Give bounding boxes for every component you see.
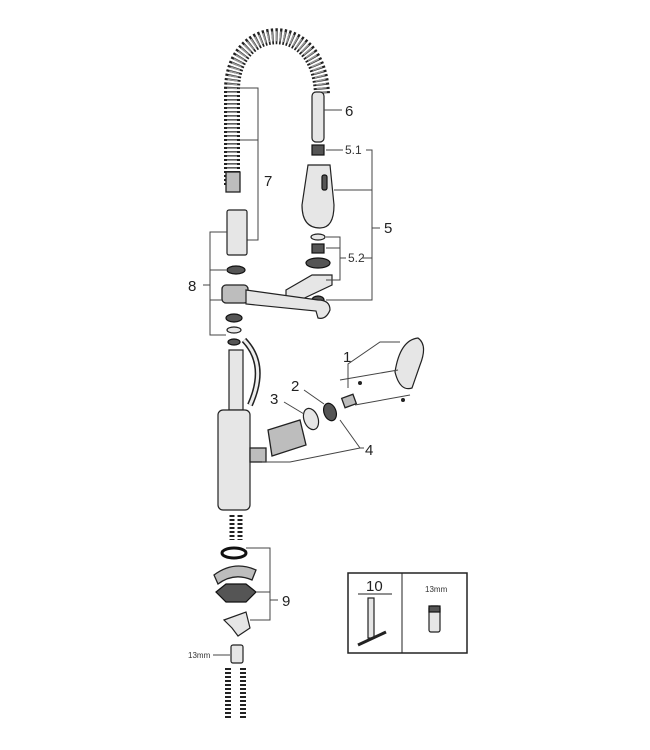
faucet-body [217, 409, 251, 511]
callout-5-2: 5.2 [348, 251, 365, 265]
callout-9: 9 [282, 593, 290, 610]
spring-hose [224, 28, 330, 185]
wrench-tool [367, 597, 375, 639]
callout-1: 1 [343, 349, 351, 366]
callout-2: 2 [291, 378, 299, 395]
callout-3: 3 [270, 391, 278, 408]
callout-7: 7 [264, 173, 272, 190]
ring-2 [322, 402, 338, 422]
spray-head [301, 164, 335, 229]
supply-bolts [225, 668, 246, 718]
inner-hose [228, 349, 244, 411]
spout [245, 289, 331, 319]
callout-5: 5 [384, 220, 392, 237]
clip [222, 611, 251, 637]
callout-8: 8 [188, 278, 196, 295]
o-ring [220, 546, 248, 560]
tool-box: 10 13mm [347, 572, 468, 654]
spout-body [221, 284, 249, 304]
nut-5-1 [311, 144, 325, 156]
sleeve [226, 209, 248, 256]
callout-6: 6 [345, 103, 353, 120]
hose-connector [225, 171, 241, 193]
hose-end [311, 91, 325, 143]
cartridge [267, 419, 307, 457]
tool-number: 10 [366, 578, 383, 595]
nut-size-label: 13mm [188, 651, 211, 660]
hex-nut [215, 583, 257, 603]
nut-13mm [230, 644, 244, 664]
handle [394, 337, 425, 390]
half-ring [213, 565, 257, 586]
tool-size-label: 13mm [425, 585, 448, 594]
callout-5-1: 5.1 [345, 143, 362, 157]
ring-3 [302, 407, 320, 431]
callout-4: 4 [365, 442, 373, 459]
